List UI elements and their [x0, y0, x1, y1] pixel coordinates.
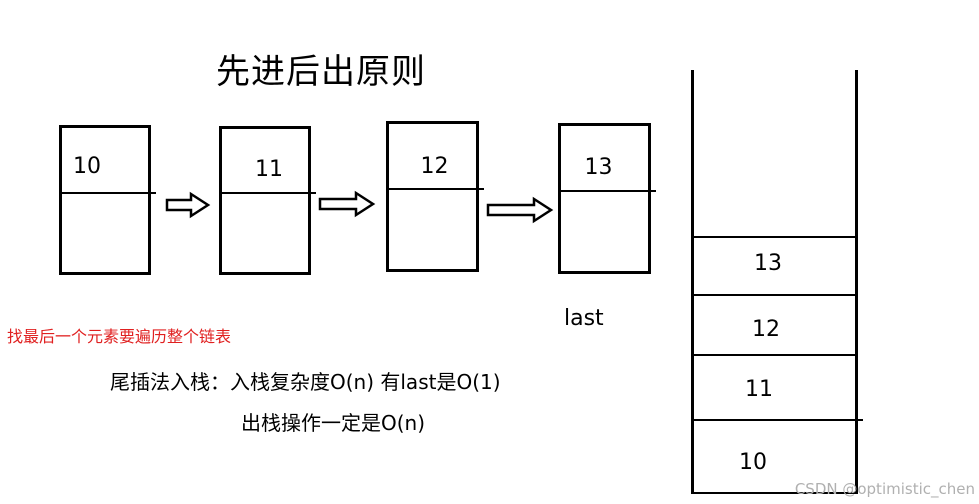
- stack-divider: [693, 294, 858, 296]
- stack-divider: [693, 419, 863, 421]
- node-value: 13: [584, 155, 613, 180]
- watermark: CSDN @optimistic_chen: [794, 480, 975, 498]
- stack-divider: [693, 354, 858, 356]
- note-pop-complexity: 出栈操作一定是O(n): [241, 411, 426, 435]
- node-divider: [59, 192, 156, 194]
- stack-left-wall: [691, 70, 694, 494]
- node-divider: [386, 188, 484, 190]
- list-node-13: 13: [558, 123, 656, 274]
- stack-item: 11: [745, 377, 773, 402]
- list-node-10: 10: [59, 125, 156, 275]
- note-push-complexity: 尾插法入栈：入栈复杂度O(n) 有last是O(1): [110, 370, 501, 394]
- list-node-11: 11: [219, 126, 316, 275]
- stack-item: 12: [752, 317, 780, 342]
- red-note: 找最后一个元素要遍历整个链表: [7, 327, 232, 346]
- stack-item: 10: [739, 450, 767, 475]
- node-value: 10: [73, 154, 101, 179]
- arrow-icon: [318, 190, 376, 218]
- stack-right-wall: [855, 70, 858, 494]
- arrow-icon: [165, 191, 211, 219]
- node-value: 12: [420, 154, 449, 179]
- list-node-12: 12: [386, 121, 484, 272]
- last-pointer-label: last: [564, 306, 604, 331]
- stack-item: 13: [754, 251, 782, 276]
- node-value: 11: [255, 157, 283, 182]
- diagram-title: 先进后出原则: [216, 52, 426, 92]
- stack-bottom: [691, 492, 858, 494]
- node-divider: [558, 190, 656, 192]
- arrow-icon: [486, 196, 554, 224]
- node-divider: [219, 192, 316, 194]
- stack-divider: [693, 236, 858, 238]
